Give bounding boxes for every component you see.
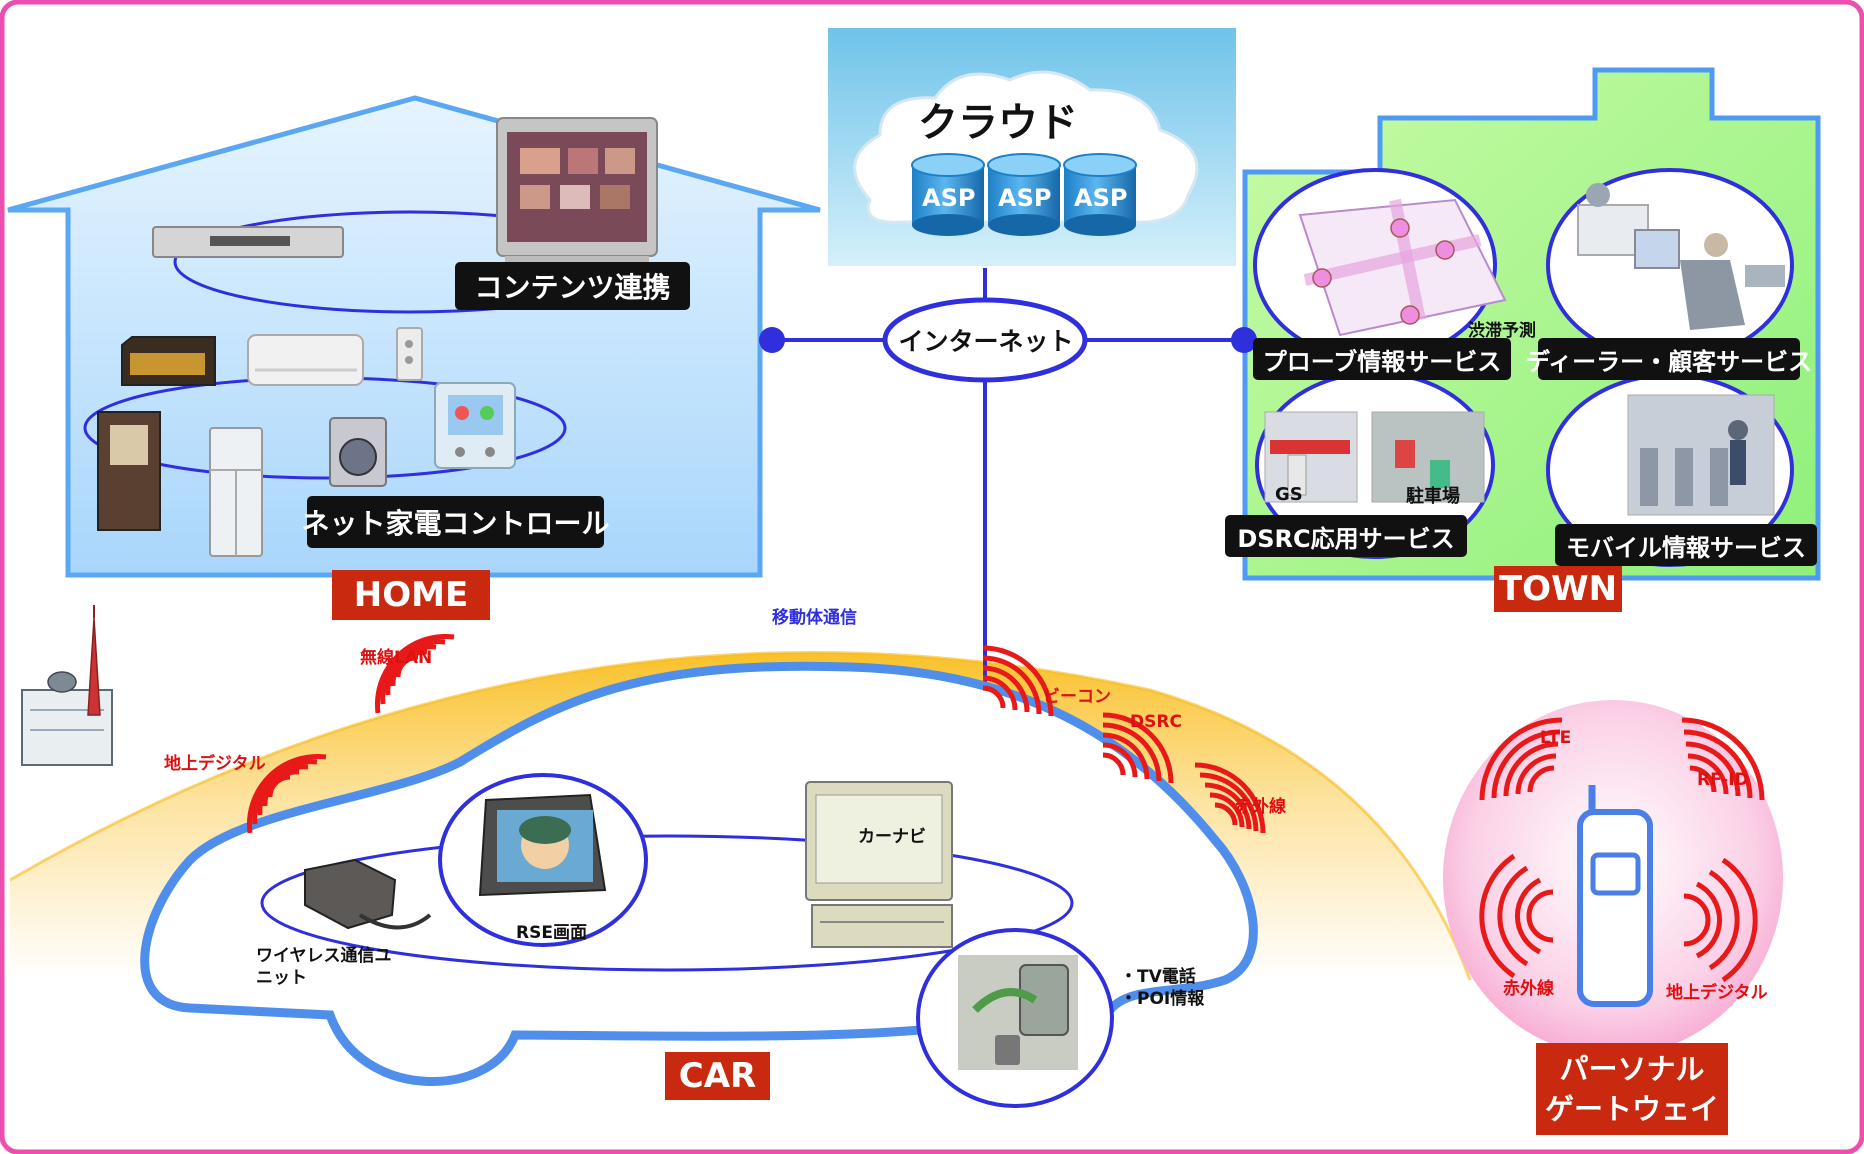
- refrigerator-appliance: [209, 427, 263, 557]
- internet-label: インターネット: [898, 327, 1074, 356]
- cloud-title: クラウド: [918, 100, 1078, 146]
- appliance-control-label: ネット家電コントロール: [302, 496, 610, 548]
- home-connection-node: [759, 327, 785, 353]
- terrestrial-digital-wave-icon: [246, 753, 327, 834]
- town-connection-node: [1231, 327, 1257, 353]
- wireless-unit-label: ワイヤレス通信ユニット: [256, 946, 392, 988]
- wireless-lan-wave-icon: [374, 633, 455, 714]
- mobile-service-label: モバイル情報サービス: [1555, 524, 1817, 566]
- wireless-lan-label: 無線LAN: [360, 648, 433, 668]
- gs-parking-illustration: [1264, 411, 1485, 503]
- town-label: TOWN: [1494, 566, 1622, 612]
- gateway-terrestrial-wave-icon: [1683, 857, 1758, 983]
- wall-switch-appliance: [396, 327, 423, 381]
- rfid-wave-icon: [1681, 717, 1765, 801]
- beacon-label: ビーコン: [1043, 687, 1111, 707]
- mobile-phone-icon: [1577, 785, 1653, 1007]
- personal-gateway-label: パーソナル ゲートウェイ: [1536, 1043, 1728, 1135]
- parking-label: 駐車場: [1406, 486, 1460, 507]
- car-network-ring: [260, 834, 1074, 972]
- terrestrial-digital-label: 地上デジタル: [164, 754, 266, 774]
- infrared-label: 赤外線: [1235, 797, 1286, 817]
- gateway-infrared-wave-icon: [1479, 853, 1554, 979]
- broadcast-tower-icon: [21, 605, 113, 766]
- dealer-illustration: [1577, 183, 1785, 330]
- asp-label-1: ASP: [922, 184, 976, 212]
- rse-screen-label: RSE画面: [516, 923, 587, 943]
- probe-map-illustration: [1298, 198, 1507, 337]
- gas-station-label: GS: [1275, 484, 1303, 505]
- lte-label: LTE: [1540, 728, 1572, 748]
- lte-wave-icon: [1479, 717, 1563, 801]
- air-conditioner-appliance: [247, 334, 364, 386]
- recorder-appliance: [152, 226, 344, 258]
- dealer-service-label: ディーラー・顧客サービス: [1526, 338, 1812, 380]
- car-navi-label: カーナビ: [858, 827, 926, 847]
- washing-machine-appliance: [329, 417, 387, 487]
- personal-gateway-label-line1: パーソナル: [1559, 1052, 1705, 1086]
- control-panel-appliance: [434, 382, 516, 469]
- asp-label-3: ASP: [1074, 184, 1128, 212]
- station-gate-illustration: [1627, 394, 1775, 516]
- home-label: HOME: [332, 570, 490, 620]
- tv-phone-label: ・TV電話: [1120, 967, 1196, 987]
- infrared-wave-icon: [1194, 762, 1266, 834]
- car-label: CAR: [665, 1052, 770, 1100]
- speaker-appliance: [121, 336, 216, 386]
- probe-service-label: プローブ情報サービス: [1253, 338, 1511, 380]
- tv-appliance: [496, 117, 658, 266]
- asp-server-cylinders: [911, 153, 1137, 236]
- gateway-infrared-label: 赤外線: [1503, 979, 1554, 999]
- rfid-label: RF-ID: [1697, 770, 1749, 790]
- content-link-label: コンテンツ連携: [455, 262, 690, 310]
- in-car-phone-illustration: [958, 955, 1078, 1070]
- asp-label-2: ASP: [998, 184, 1052, 212]
- wireless-unit-device: [304, 858, 432, 930]
- personal-gateway-label-line2: ゲートウェイ: [1544, 1092, 1719, 1126]
- dsrc-wave-icon: [1102, 712, 1174, 784]
- car-navigation-device: [805, 781, 953, 948]
- door-appliance: [97, 411, 161, 531]
- dsrc-service-label: DSRC応用サービス: [1225, 515, 1467, 557]
- beacon-wave-icon: [982, 645, 1054, 717]
- mobile-comm-label: 移動体通信: [772, 608, 857, 628]
- congestion-forecast-label: 渋滞予測: [1468, 321, 1536, 341]
- poi-info-label: ・POI情報: [1120, 989, 1205, 1009]
- dsrc-label: DSRC: [1130, 712, 1182, 732]
- gateway-terrestrial-label: 地上デジタル: [1666, 983, 1768, 1003]
- rse-screen-device: [478, 793, 607, 897]
- internet-ellipse: [882, 297, 1088, 383]
